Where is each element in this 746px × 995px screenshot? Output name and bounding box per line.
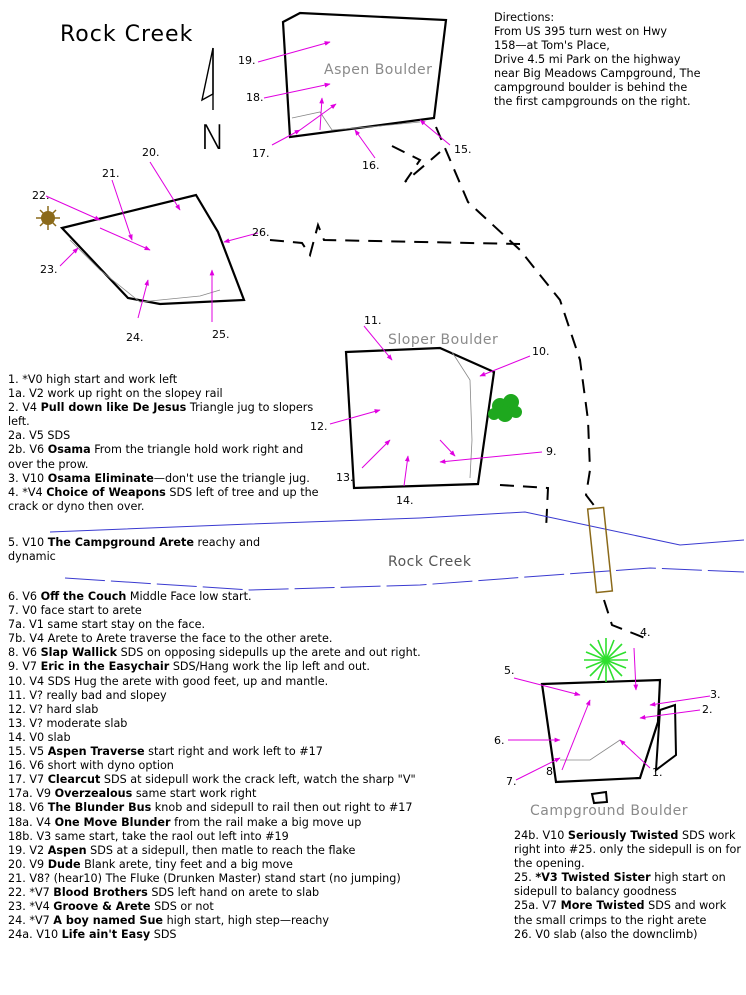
directions-line: 158—at Tom's Place, bbox=[494, 39, 610, 52]
directions-line: campground boulder is behind the bbox=[494, 81, 688, 94]
route-entry: 13. V? moderate slab bbox=[8, 716, 128, 730]
route-entry: 7. V0 face start to arete bbox=[8, 604, 142, 618]
map-number: 8. bbox=[546, 765, 557, 778]
route-entry: 20. V9 Dude Blank arete, tiny feet and a… bbox=[8, 857, 293, 871]
map-number: 4. bbox=[640, 626, 651, 639]
route-entry: 12. V? hard slab bbox=[8, 702, 99, 716]
route-entry: 15. V5 Aspen Traverse start right and wo… bbox=[8, 745, 323, 759]
north-arrow-icon bbox=[201, 47, 214, 110]
map-number: 18. bbox=[246, 91, 264, 104]
route-entry: 23. *V4 Groove & Arete SDS or not bbox=[8, 900, 214, 914]
route-entry: 24a. V10 Life ain't Easy SDS bbox=[8, 928, 177, 942]
directions-line: the first campgrounds on the right. bbox=[494, 95, 691, 108]
map-number: 5. bbox=[504, 664, 515, 677]
route-entry: 6. V6 Off the Couch Middle Face low star… bbox=[8, 590, 252, 603]
campground-boulder-label: Campground Boulder bbox=[530, 803, 689, 819]
map-number: 13. bbox=[336, 471, 354, 484]
route-entry: 18a. V4 One Move Blunder from the rail m… bbox=[8, 815, 362, 829]
creek-label: Rock Creek bbox=[388, 554, 472, 570]
route-entry: 24b. V10 Seriously Twisted SDS work righ… bbox=[514, 829, 741, 871]
route-list-5: 5. V10 The Campground Arete reachy and d… bbox=[8, 536, 308, 564]
compass-label: N bbox=[200, 118, 226, 158]
route-entry: 26. V0 slab (also the downclimb) bbox=[514, 927, 698, 941]
route-entry: 3. V10 Osama Eliminate—don't use the tri… bbox=[8, 471, 310, 485]
route-entry: 7a. V1 same start stay on the face. bbox=[8, 618, 206, 632]
directions-line: Drive 4.5 mi Park on the highway bbox=[494, 53, 681, 66]
route-entry: 2b. V6 Osama From the triangle hold work… bbox=[8, 443, 304, 471]
map-number: 16. bbox=[362, 159, 380, 172]
route-list-c: 24b. V10 Seriously Twisted SDS work righ… bbox=[514, 829, 742, 942]
map-number: 25. bbox=[212, 328, 230, 341]
map-number: 17. bbox=[252, 147, 270, 160]
route-entry: 14. V0 slab bbox=[8, 730, 71, 744]
map-number: 10. bbox=[532, 345, 550, 358]
route-entry: 16. V6 short with dyno option bbox=[8, 759, 174, 773]
sloper-boulder bbox=[344, 346, 496, 490]
map-number: 24. bbox=[126, 331, 144, 344]
route-entry: 17. V7 Clearcut SDS at sidepull work the… bbox=[8, 773, 416, 787]
route-entry: 5. V10 The Campground Arete reachy and d… bbox=[8, 536, 261, 564]
map-number: 2. bbox=[702, 703, 713, 716]
route-entry: 18. V6 The Blunder Bus knob and sidepull… bbox=[8, 801, 413, 815]
route-entry: 11. V? really bad and slopey bbox=[8, 688, 167, 702]
route-entry: 1. *V0 high start and work left bbox=[8, 373, 178, 386]
map-number: 3. bbox=[710, 688, 721, 701]
route-entry: 9. V7 Eric in the Easychair SDS/Hang wor… bbox=[8, 660, 370, 674]
map-number: 20. bbox=[142, 146, 160, 159]
route-entry: 18b. V3 same start, take the raol out le… bbox=[8, 829, 289, 843]
route-entry: 22. *V7 Blood Brothers SDS left hand on … bbox=[8, 885, 320, 899]
route-entry: 17a. V9 Overzealous same start work righ… bbox=[8, 787, 257, 801]
aspen-boulder-label: Aspen Boulder bbox=[324, 62, 433, 78]
map-number: 22. bbox=[32, 189, 50, 202]
route-entry: 2a. V5 SDS bbox=[8, 429, 71, 443]
route-entry: 25. *V3 Twisted Sister high start on sid… bbox=[514, 871, 726, 899]
route-entry: 7b. V4 Arete to Arete traverse the face … bbox=[8, 632, 333, 646]
map-number: 1. bbox=[652, 766, 663, 779]
route-entry: 10. V4 SDS Hug the arete with good feet,… bbox=[8, 674, 329, 688]
map-number: 6. bbox=[494, 734, 505, 747]
boulder-20-26 bbox=[59, 193, 246, 306]
map-number: 23. bbox=[40, 263, 58, 276]
directions: Directions: From US 395 turn west on Hwy… bbox=[494, 11, 744, 109]
aspen-boulder bbox=[281, 11, 448, 139]
map-number: 12. bbox=[310, 420, 328, 433]
map-number: 19. bbox=[238, 54, 256, 67]
route-list-a: 1. *V0 high start and work left 1a. V2 w… bbox=[8, 373, 328, 514]
directions-line: From US 395 turn west on Hwy bbox=[494, 25, 668, 38]
map-number: 7. bbox=[506, 775, 517, 788]
route-entry: 25a. V7 More Twisted SDS and work the sm… bbox=[514, 899, 727, 927]
trail-path bbox=[269, 126, 651, 641]
map-number: 14. bbox=[396, 494, 414, 507]
directions-line: Directions: bbox=[494, 11, 555, 24]
map-number: 9. bbox=[546, 445, 557, 458]
route-entry: 24. *V7 A boy named Sue high start, high… bbox=[8, 914, 329, 928]
creek bbox=[49, 511, 745, 591]
route-list-b: 6. V6 Off the Couch Middle Face low star… bbox=[8, 590, 476, 942]
bush-icon bbox=[488, 394, 522, 422]
sloper-boulder-label: Sloper Boulder bbox=[388, 332, 499, 348]
route-entry: 21. V8? (hear10) The Fluke (Drunken Mast… bbox=[8, 871, 401, 885]
route-entry: 4. *V4 Choice of Weapons SDS left of tre… bbox=[8, 485, 319, 513]
map-number: 15. bbox=[454, 143, 472, 156]
route-entry: 1a. V2 work up right on the slopey rail bbox=[8, 387, 223, 401]
sun-tree-icon bbox=[36, 206, 60, 230]
map-number: 21. bbox=[102, 167, 120, 180]
map-number: 11. bbox=[364, 314, 382, 327]
directions-line: near Big Meadows Campground, The bbox=[494, 67, 701, 80]
route-arrows bbox=[45, 41, 711, 781]
route-entry: 8. V6 Slap Wallick SDS on opposing sidep… bbox=[8, 646, 421, 660]
campground-boulder bbox=[540, 678, 678, 805]
route-entry: 2. V4 Pull down like De Jesus Triangle j… bbox=[8, 401, 314, 429]
map-title: Rock Creek bbox=[60, 22, 194, 47]
bridge bbox=[586, 506, 614, 594]
pine-tree-icon bbox=[584, 638, 628, 682]
map-number: 26. bbox=[252, 226, 270, 239]
route-entry: 19. V2 Aspen SDS at a sidepull, then mat… bbox=[8, 843, 356, 857]
